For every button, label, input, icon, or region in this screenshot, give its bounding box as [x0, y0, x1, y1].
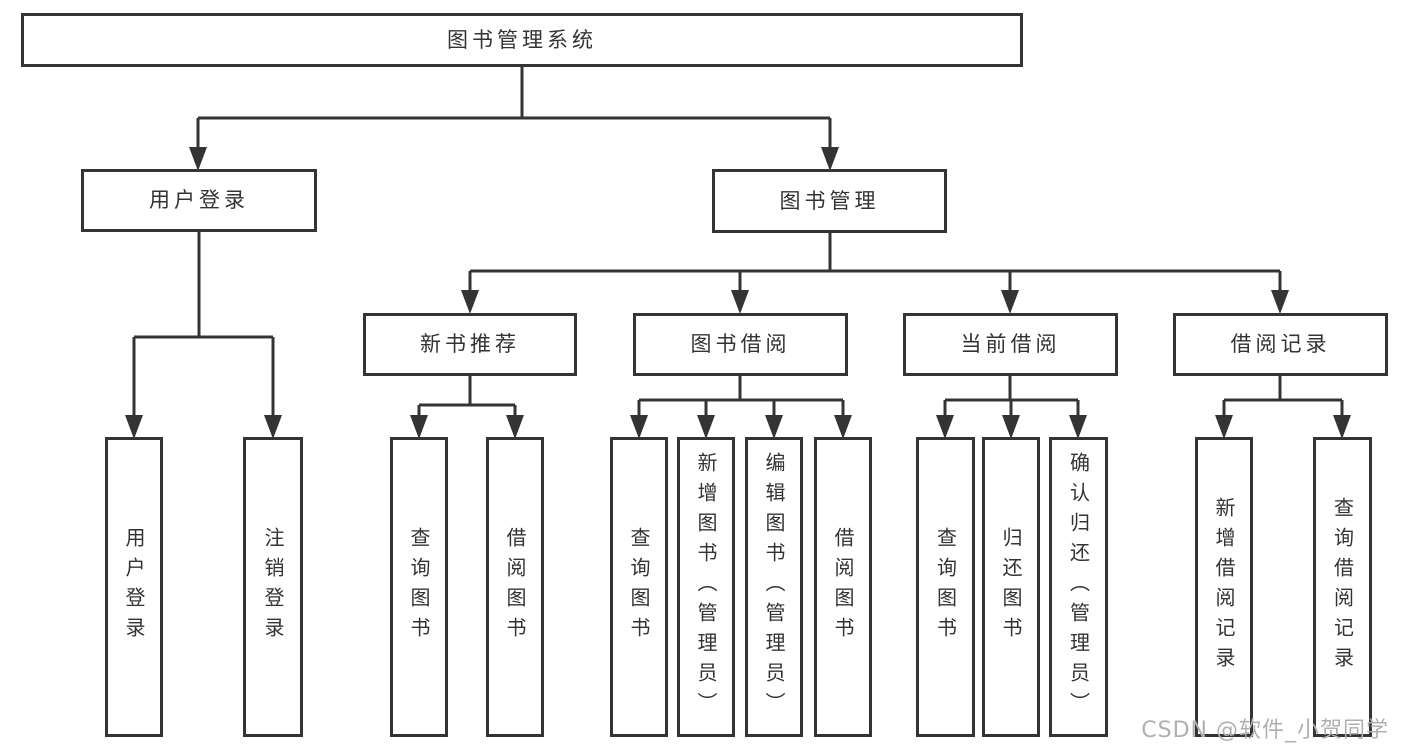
leaf-query-books-borrow: 查询图书 [610, 437, 668, 737]
watermark: CSDN @软件_小贺同学 [1141, 718, 1389, 743]
node-new-book-recommend: 新书推荐 [363, 313, 577, 376]
leaf-add-book-admin: 新增图书（管理员） [677, 437, 735, 737]
leaf-borrow-books-recommend: 借阅图书 [486, 437, 544, 737]
node-borrow-records: 借阅记录 [1173, 313, 1388, 376]
leaf-add-borrow-record: 新增借阅记录 [1195, 437, 1253, 737]
node-current-borrow: 当前借阅 [903, 313, 1118, 376]
node-user-login: 用户登录 [81, 169, 317, 232]
leaf-return-books: 归还图书 [982, 437, 1040, 737]
leaf-query-books-current: 查询图书 [916, 437, 975, 737]
node-book-management: 图书管理 [712, 169, 947, 233]
leaf-query-books-recommend: 查询图书 [390, 437, 448, 737]
node-book-borrow: 图书借阅 [633, 313, 848, 376]
leaf-confirm-return-admin: 确认归还（管理员） [1049, 437, 1108, 737]
leaf-logout: 注销登录 [243, 437, 303, 737]
node-library-management-system: 图书管理系统 [21, 13, 1023, 67]
leaf-borrow-books: 借阅图书 [814, 437, 872, 737]
leaf-edit-book-admin: 编辑图书（管理员） [745, 437, 803, 737]
leaf-user-login: 用户登录 [105, 437, 163, 737]
leaf-query-borrow-record: 查询借阅记录 [1313, 437, 1372, 737]
